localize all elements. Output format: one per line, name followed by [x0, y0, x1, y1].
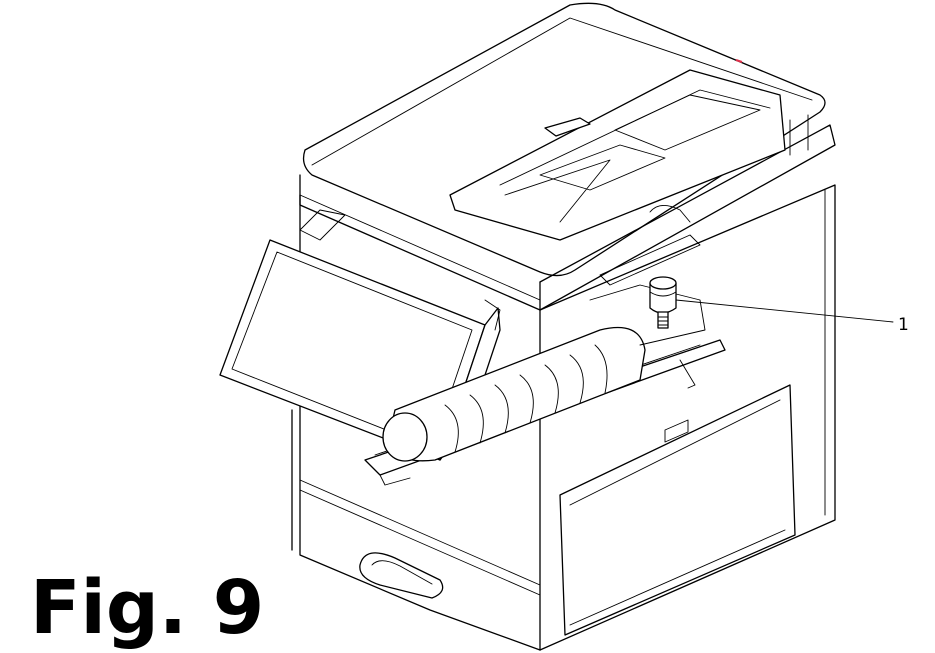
tray-handle — [359, 552, 444, 599]
figure-caption: Fig. 9 — [30, 565, 265, 651]
scanner-unit — [299, 2, 836, 311]
callout-1: 1 — [675, 299, 909, 335]
toner-cartridge — [382, 284, 706, 462]
part-1-sensor — [649, 276, 677, 329]
accent-mark — [735, 59, 743, 63]
callout-1-label: 1 — [898, 315, 909, 335]
side-door — [559, 384, 796, 636]
